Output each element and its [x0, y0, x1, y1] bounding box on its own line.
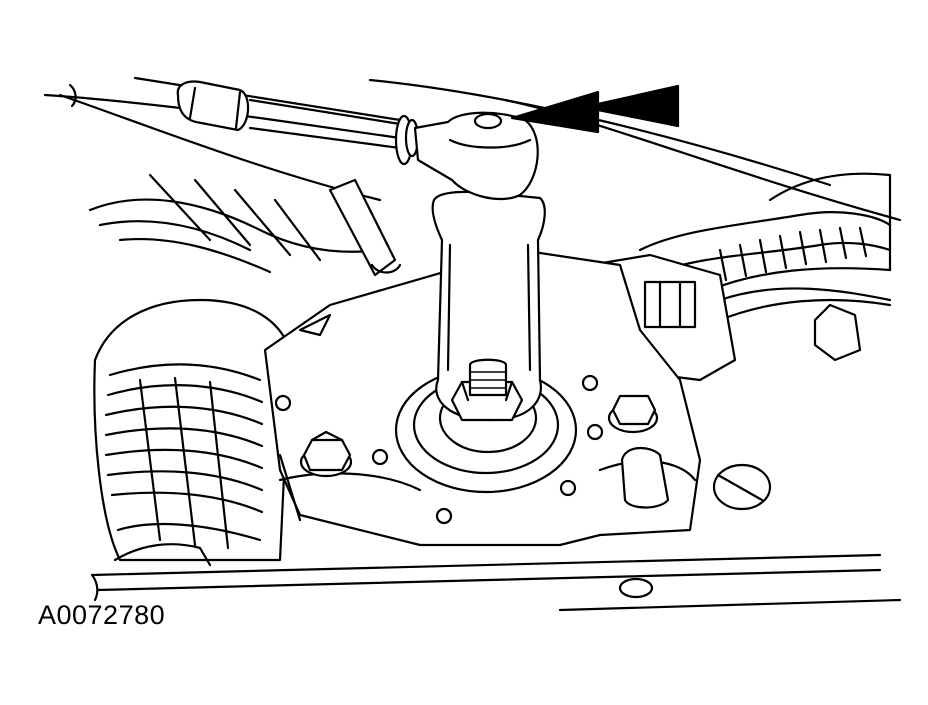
shift-cable — [43, 76, 420, 166]
wiring-harness — [638, 211, 892, 362]
arrow-left-icon — [510, 84, 680, 134]
right-mounting-bolt — [607, 394, 772, 511]
figure-id-label: A0072780 — [38, 600, 166, 630]
pivot-nut — [450, 358, 524, 422]
drain-plug — [618, 577, 654, 599]
cable-end-socket — [413, 111, 539, 200]
left-mounting-bolt — [299, 430, 353, 478]
left-bracket — [328, 178, 402, 277]
finned-housing — [93, 298, 292, 567]
background-contours — [58, 78, 902, 612]
